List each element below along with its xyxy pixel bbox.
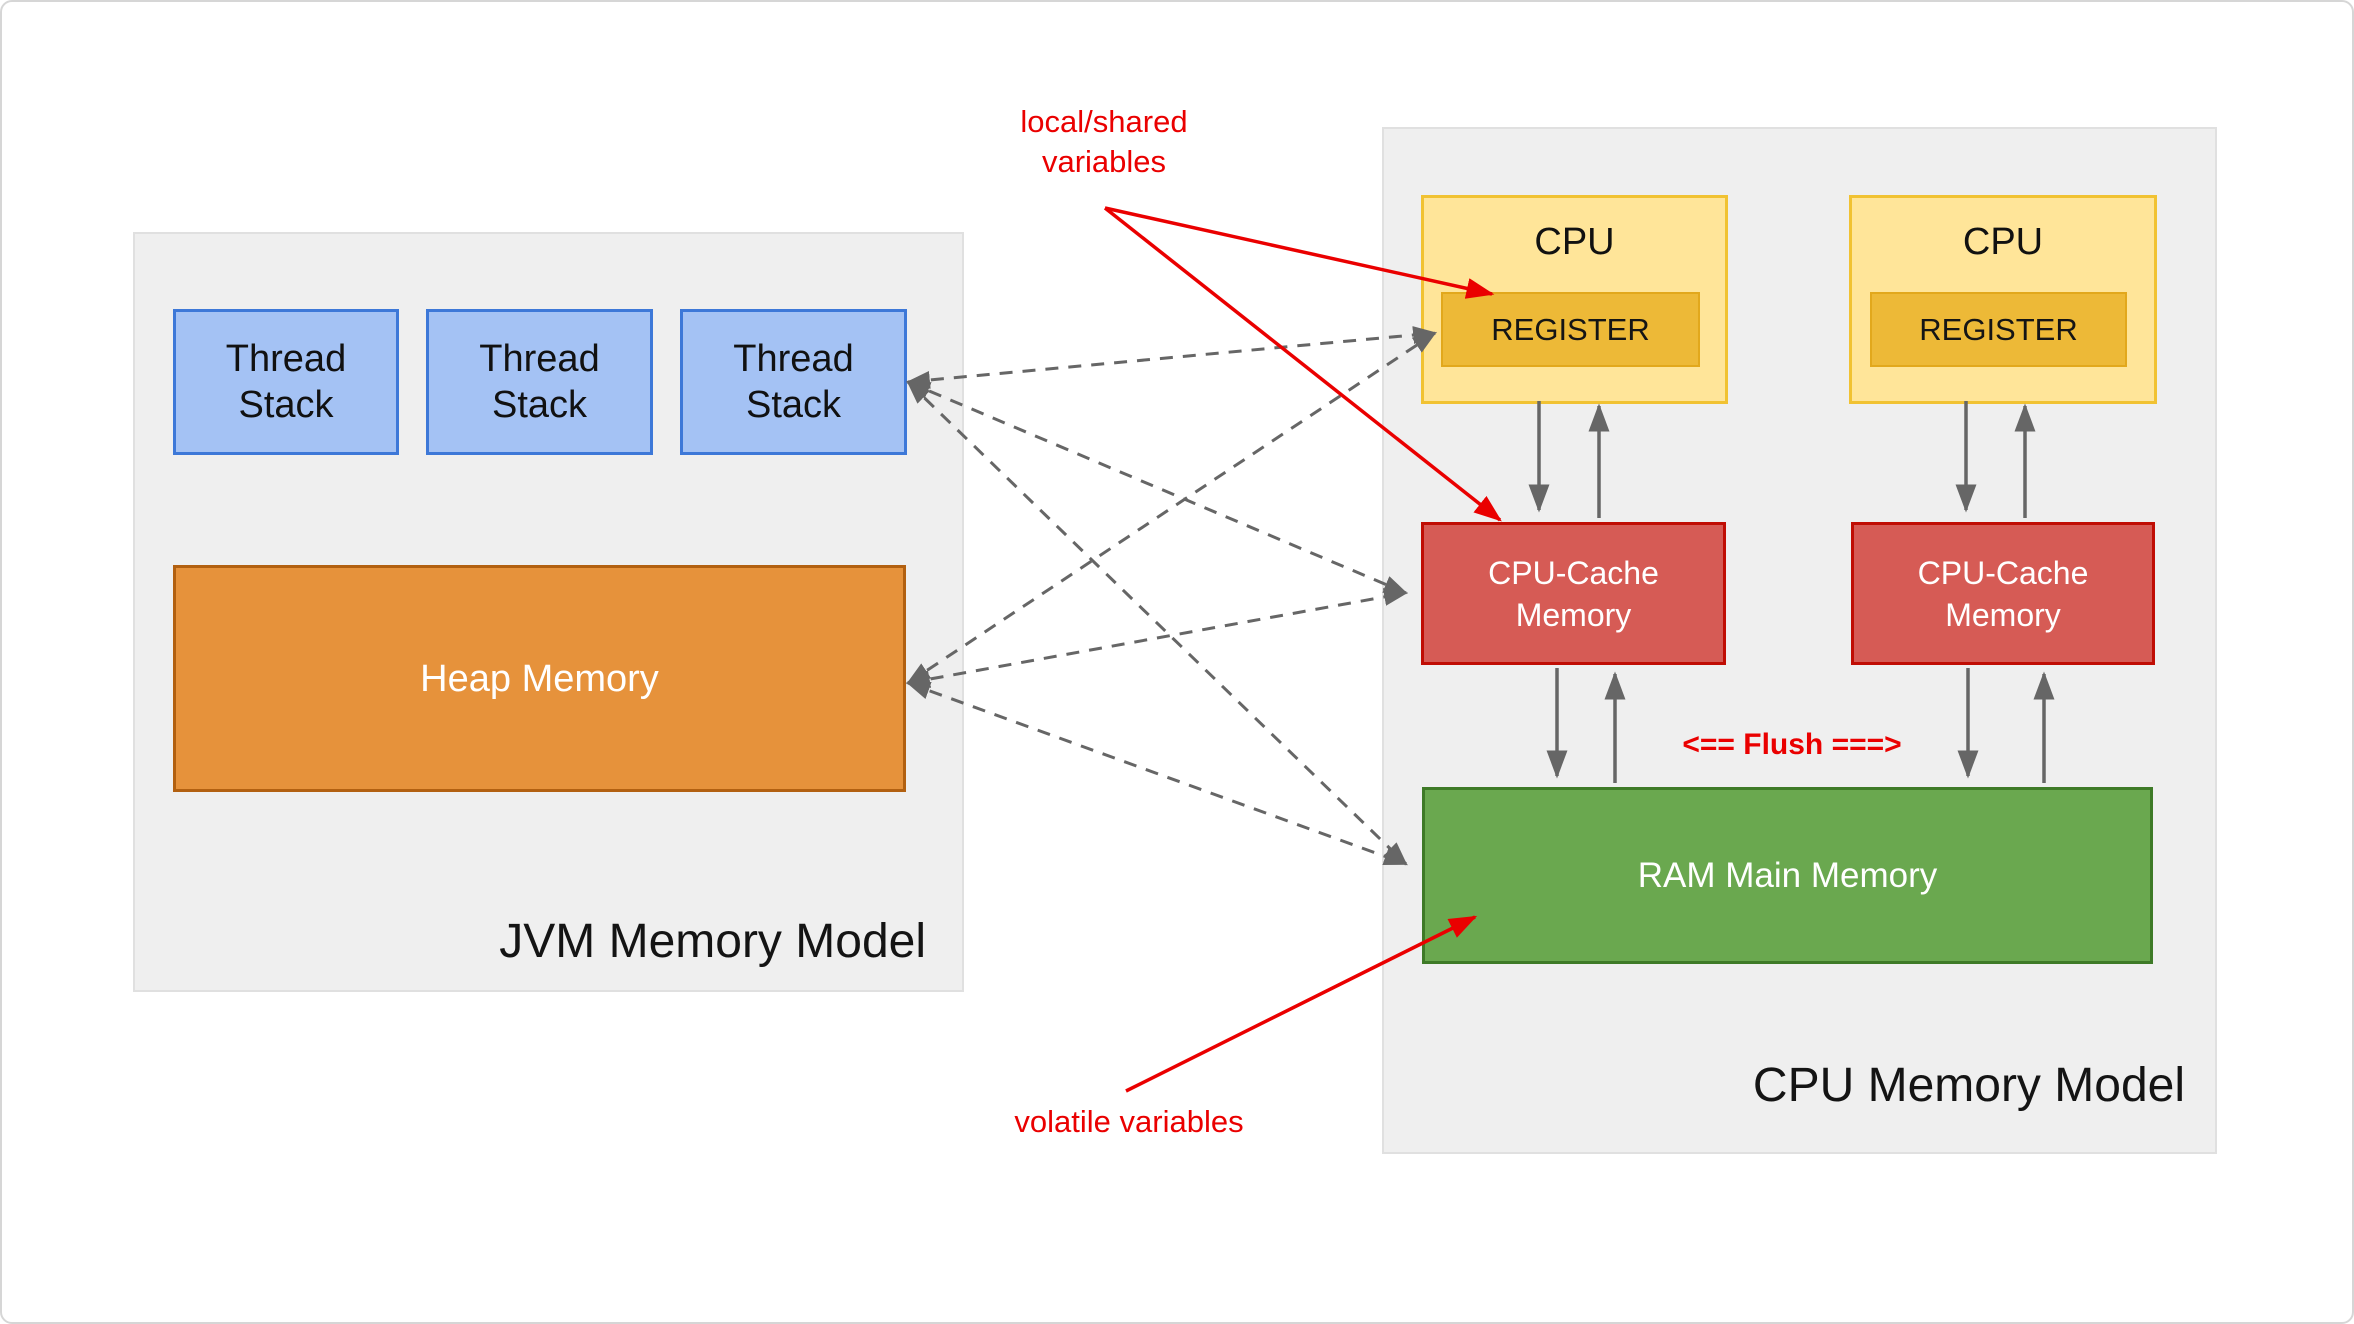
cpu-cache-box-2: CPU-Cache Memory [1851,522,2155,665]
volatile-variables-label: volatile variables [1014,1104,1244,1139]
jvm-model-title: JVM Memory Model [499,915,926,968]
dashed-connector-thread-ram [906,380,1408,866]
thread-stack-box-2: Thread Stack [426,309,653,455]
register-box-2: REGISTER [1870,292,2127,367]
cpu-cache-box-1: CPU-Cache Memory [1421,522,1726,665]
dashed-connector-thread-register [905,326,1438,389]
dashed-connector-thread-cache [906,380,1408,595]
dashed-connector-heap-cache [905,588,1409,688]
thread-stack-box-3: Thread Stack [680,309,907,455]
dashed-connector-heap-register [906,331,1437,685]
local-shared-variables-label: local/shared variables [1020,104,1188,179]
thread-stack-box-1: Thread Stack [173,309,399,455]
dashed-connector-heap-ram [906,681,1408,866]
ram-main-memory-box: RAM Main Memory [1422,787,2153,964]
register-box-1: REGISTER [1441,292,1700,367]
flush-label: <== Flush ===> [1682,728,1902,761]
cpu-model-title: CPU Memory Model [1752,1059,2185,1112]
heap-memory-box: Heap Memory [173,565,906,792]
